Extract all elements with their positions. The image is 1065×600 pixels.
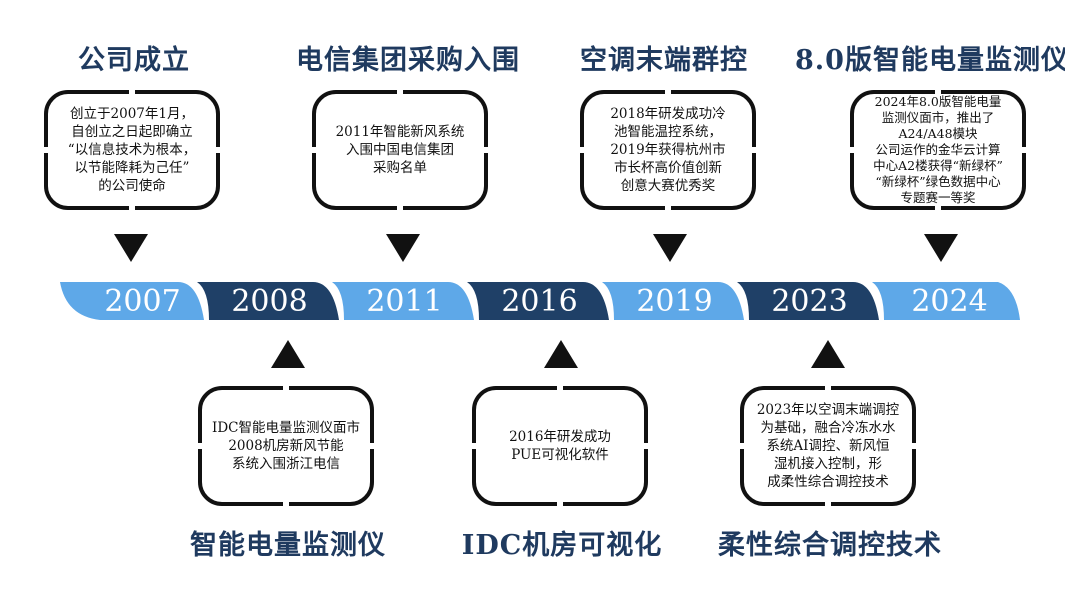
- up-triangle-icon: [811, 340, 845, 368]
- year-segment-2019: [602, 282, 744, 320]
- milestone-text: IDC智能电量监测仪面市 2008机房新风节能 系统入围浙江电信: [212, 420, 360, 472]
- milestone-title-2007: 公司成立: [78, 45, 190, 76]
- milestone-title-2019: 空调末端群控: [580, 45, 748, 76]
- down-triangle-icon: [386, 234, 420, 262]
- milestone-title-2024: 8.0版智能电量监测仪: [795, 45, 1065, 76]
- year-segment-2011: [332, 282, 474, 320]
- milestone-title-2008: 智能电量监测仪: [190, 530, 386, 561]
- milestone-text: 创立于2007年1月， 自创立之日起即确立 “以信息技术为根本， 以节能降耗为己…: [67, 106, 197, 194]
- milestone-box-2023: 2023年以空调末端调控 为基础，融合冷冻水水 系统AI调控、新风恒 湿机接入控…: [738, 384, 918, 508]
- year-label: 2008: [231, 284, 308, 319]
- year-label: 2024: [911, 284, 988, 319]
- year-label: 2019: [636, 284, 713, 319]
- milestone-box-2008: IDC智能电量监测仪面市 2008机房新风节能 系统入围浙江电信: [196, 384, 376, 508]
- down-triangle-icon: [653, 234, 687, 262]
- year-segment-2008: [197, 282, 339, 320]
- year-label: 2016: [501, 284, 578, 319]
- milestone-title-2016: IDC机房可视化: [461, 530, 663, 561]
- milestone-text: 2024年8.0版智能电量 监测仪面市，推出了 A24/A48模块 公司运作的金…: [873, 94, 1003, 205]
- milestone-title-2023: 柔性综合调控技术: [718, 530, 942, 561]
- year-label: 2007: [104, 284, 181, 319]
- year-segment-2016: [467, 282, 609, 320]
- milestone-text: 2011年智能新风系统 入围中国电信集团 采购名单: [335, 124, 465, 176]
- milestone-box-2011: 2011年智能新风系统 入围中国电信集团 采购名单: [310, 88, 490, 212]
- year-label: 2023: [771, 284, 848, 319]
- milestone-box-2007: 创立于2007年1月， 自创立之日起即确立 “以信息技术为根本， 以节能降耗为己…: [42, 88, 222, 212]
- year-segment-2007: [60, 282, 204, 320]
- milestone-box-2024: 2024年8.0版智能电量 监测仪面市，推出了 A24/A48模块 公司运作的金…: [848, 88, 1028, 212]
- milestone-text: 2016年研发成功 PUE可视化软件: [509, 429, 611, 463]
- down-triangle-icon: [924, 234, 958, 262]
- year-band: [60, 282, 1020, 320]
- year-segment-2024: [872, 282, 1020, 320]
- up-triangle-icon: [544, 340, 578, 368]
- milestone-box-2016: 2016年研发成功 PUE可视化软件: [470, 384, 650, 508]
- milestone-box-2019: 2018年研发成功冷 池智能温控系统， 2019年获得杭州市 市长杯高价值创新 …: [578, 88, 758, 212]
- milestone-title-2011: 电信集团采购入围: [296, 45, 520, 76]
- up-triangle-icon: [271, 340, 305, 368]
- down-triangle-icon: [114, 234, 148, 262]
- milestone-text: 2023年以空调末端调控 为基础，融合冷冻水水 系统AI调控、新风恒 湿机接入控…: [756, 402, 900, 490]
- year-label: 2011: [366, 284, 443, 319]
- milestone-text: 2018年研发成功冷 池智能温控系统， 2019年获得杭州市 市长杯高价值创新 …: [610, 106, 726, 194]
- year-segment-2023: [737, 282, 879, 320]
